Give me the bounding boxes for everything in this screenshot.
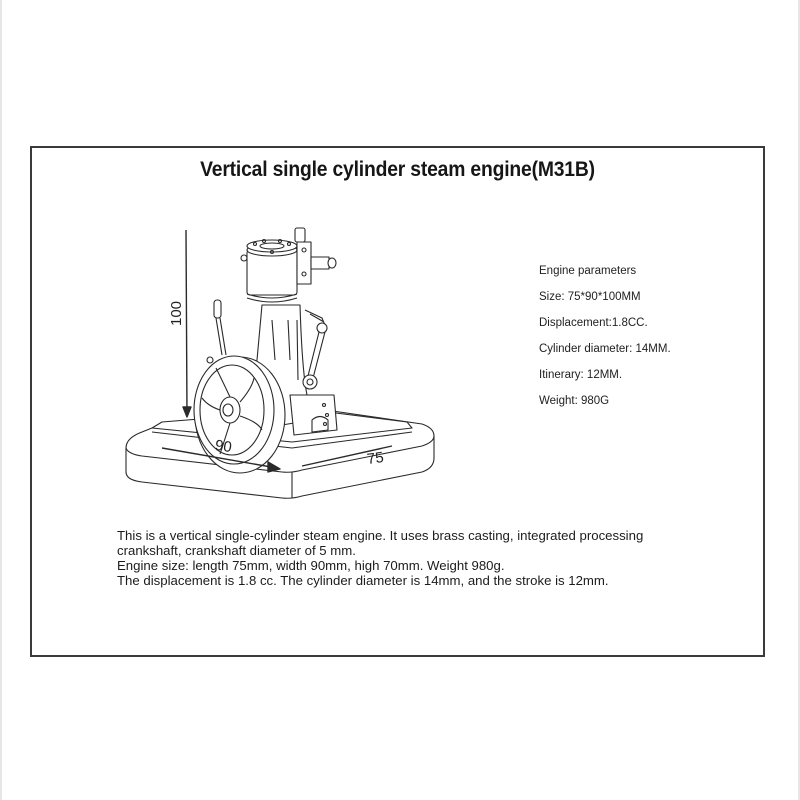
parameter-size: Size: 75*90*100MM	[539, 291, 641, 303]
parameter-displacement: Displacement:1.8CC.	[539, 317, 648, 329]
page-title: Vertical single cylinder steam engine(M3…	[200, 158, 595, 181]
page-edge-right	[798, 0, 800, 800]
lever-illustration	[206, 299, 227, 364]
dimension-arrows	[161, 229, 393, 473]
page-edge-left	[0, 0, 2, 800]
description-line: This is a vertical single-cylinder steam…	[117, 528, 644, 543]
height-dimension-label: 100	[168, 300, 186, 327]
parameter-itinerary: Itinerary: 12MM.	[539, 369, 623, 381]
spec-sheet-frame: Vertical single cylinder steam engine(M3…	[30, 146, 765, 657]
parameter-weight: Weight: 980G	[539, 395, 610, 407]
description-line: The displacement is 1.8 cc. The cylinder…	[117, 573, 609, 588]
parameter-cylinder-diameter: Cylinder diameter: 14MM.	[539, 343, 671, 355]
depth-dimension-label: 75	[365, 448, 385, 469]
description-line: crankshaft, crankshaft diameter of 5 mm.	[117, 543, 356, 558]
cylinder-illustration	[240, 227, 337, 303]
description-line: Engine size: length 75mm, width 90mm, hi…	[117, 558, 505, 573]
width-dimension-label: 90	[213, 436, 233, 457]
bearing-block-illustration	[289, 394, 338, 436]
linkage-illustration	[302, 309, 328, 390]
engine-line-drawing: 100 90 75	[112, 210, 442, 500]
description-text: This is a vertical single-cylinder steam…	[117, 528, 737, 588]
parameters-heading: Engine parameters	[539, 265, 637, 277]
engine-parameters-list: Engine parameters Size: 75*90*100MM Disp…	[539, 263, 671, 419]
flywheel-illustration	[193, 355, 286, 474]
